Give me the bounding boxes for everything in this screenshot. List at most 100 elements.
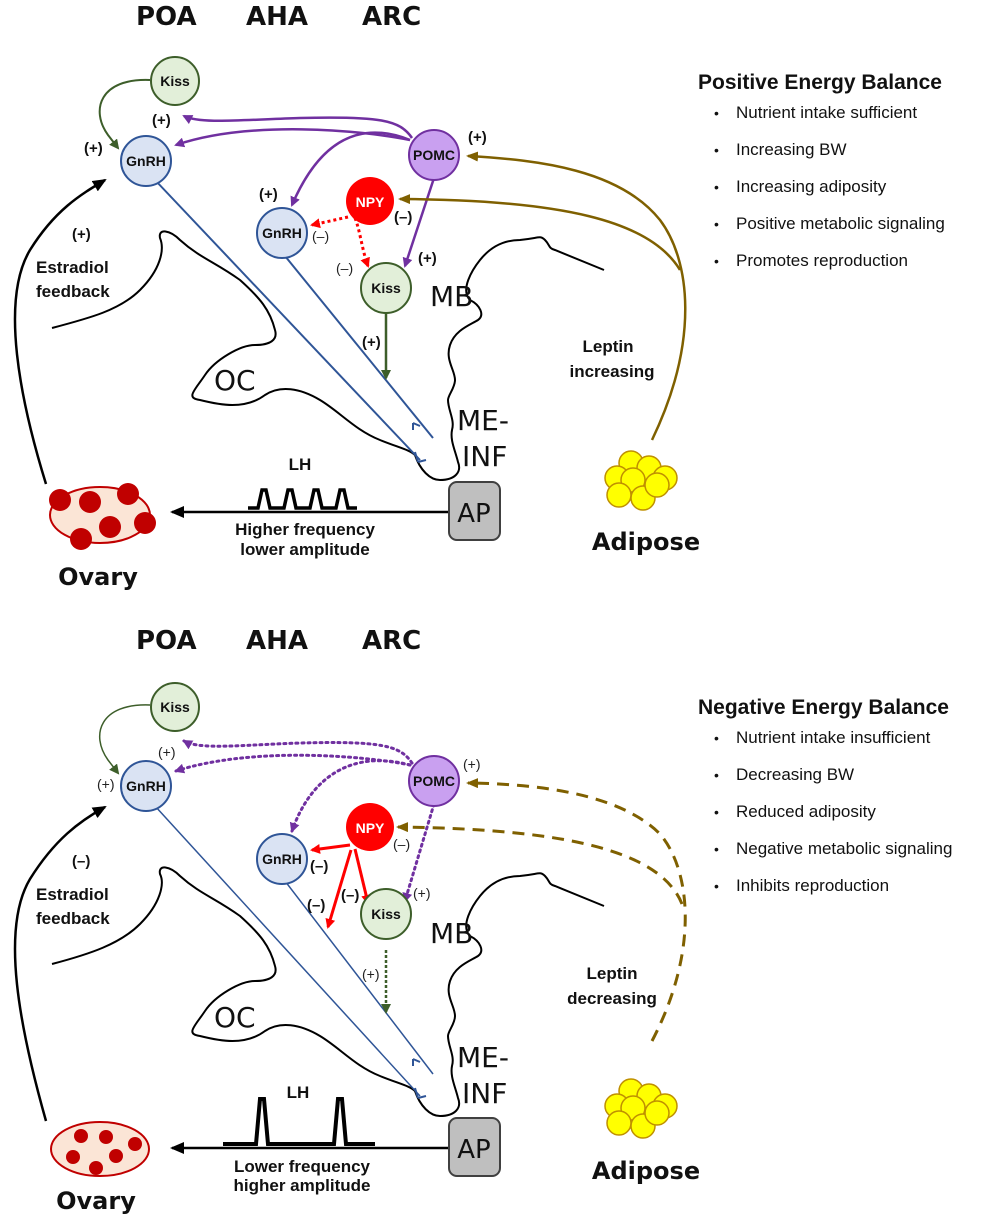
positive-energy-diagram: POA AHA ARC Kiss GnRH	[13, 2, 700, 591]
lh-label: LH	[289, 455, 312, 474]
region-label-poa: POA	[136, 626, 197, 656]
region-label-arc: ARC	[362, 626, 421, 656]
npy-to-gnrh-aha-arrow	[310, 215, 349, 229]
npy-to-kiss-arc-arrow	[353, 217, 370, 268]
npy-node: NPY	[346, 803, 394, 851]
sign-npy-to-kiss-arc: (–)	[336, 260, 353, 276]
summary-item: •Inhibits reproduction	[698, 874, 1000, 911]
negative-energy-summary: Negative Energy Balance • Nutrient intake…	[698, 696, 1000, 911]
estradiol-label-line1: Estradiol	[36, 885, 109, 904]
gnrh-aha-axon	[284, 880, 434, 1075]
negative-energy-panel: POA AHA ARC Kiss GnRH POMC	[0, 609, 1000, 1218]
sign-pomc-to-kiss-poa: (+)	[152, 112, 171, 129]
estradiol-feedback-arrow	[13, 178, 107, 485]
me-inf-label-line1: ME-	[457, 1041, 509, 1074]
npy-label: NPY	[356, 820, 385, 836]
leptin-label-line1: Leptin	[583, 337, 634, 356]
sign-estradiol: (–)	[72, 853, 90, 870]
bullet-icon: •	[714, 142, 719, 158]
summary-item: • Promotes reproduction	[698, 249, 1000, 286]
pomc-node: POMC	[408, 129, 460, 181]
gnrh-poa-axon-terminal	[414, 1087, 427, 1099]
lh-pulse-trace	[223, 1097, 375, 1146]
sign-npy-to-gnrh-aha: (–)	[312, 228, 329, 244]
summary-item-text: Promotes reproduction	[736, 251, 908, 270]
ovary-label: Ovary	[56, 1187, 136, 1215]
gnrh-aha-node: GnRH	[256, 207, 308, 259]
pomc-to-kiss-poa-arrow	[182, 114, 414, 139]
lh-caption-line1: Higher frequency	[235, 520, 375, 539]
npy-to-kiss-arc-arrow	[353, 848, 371, 905]
summary-item: •Increasing adiposity	[698, 175, 1000, 212]
sign-npy-to-gnrh-aha: (–)	[310, 858, 328, 875]
ovary-icon	[50, 1121, 150, 1177]
adipose-label: Adipose	[592, 528, 700, 556]
kiss-arc-label: Kiss	[371, 906, 401, 922]
kiss-poa-node: Kiss	[150, 682, 200, 732]
pomc-label: POMC	[413, 773, 455, 789]
kiss-arc-node: Kiss	[360, 262, 412, 314]
leptin-to-pomc-arrow	[466, 151, 687, 441]
sign-pomc-leptin: (+)	[463, 756, 481, 772]
pomc-to-gnrh-aha-arrow	[289, 759, 412, 833]
gnrh-aha-axon	[284, 255, 434, 439]
sign-pomc-to-kiss-poa: (+)	[158, 744, 176, 760]
pomc-to-kiss-arc-arrow	[402, 802, 436, 903]
me-inf-label-line2: INF	[462, 1077, 507, 1110]
negative-energy-diagram: POA AHA ARC Kiss GnRH POMC	[13, 626, 700, 1215]
summary-item: •Negative metabolic signaling	[698, 837, 1000, 874]
summary-title: Positive Energy Balance	[698, 71, 942, 94]
gnrh-aha-label: GnRH	[262, 851, 302, 867]
sign-pomc-to-kiss-arc: (+)	[418, 250, 437, 267]
anterior-pituitary-box: AP	[448, 481, 501, 541]
pomc-to-gnrh-aha-arrow	[290, 131, 411, 207]
gnrh-poa-label: GnRH	[126, 778, 166, 794]
summary-item: •Decreasing BW	[698, 763, 1000, 800]
summary-item-text: Nutrient intake insufficient	[736, 728, 931, 747]
summary-item: • Increasing BW	[698, 138, 1000, 175]
leptin-label-line2: decreasing	[567, 989, 657, 1008]
summary-item: •Nutrient intake sufficient	[698, 101, 1000, 138]
gnrh-aha-axon-terminal	[412, 1058, 421, 1066]
bullet-icon: •	[714, 767, 719, 783]
lh-label: LH	[287, 1083, 310, 1102]
gnrh-poa-axon-terminal	[414, 451, 427, 463]
lh-caption-line1: Lower frequency	[234, 1157, 371, 1176]
gnrh-poa-node: GnRH	[120, 760, 172, 812]
summary-title: Negative Energy Balance	[698, 696, 949, 719]
lh-caption-line2: higher amplitude	[234, 1176, 371, 1195]
region-label-aha: AHA	[246, 2, 308, 32]
pomc-to-gnrh-poa-arrow	[174, 753, 412, 774]
pomc-label: POMC	[413, 147, 455, 163]
leptin-to-npy-arrow	[396, 822, 684, 905]
bullet-icon: •	[714, 253, 719, 269]
gnrh-poa-axon	[154, 179, 421, 461]
kiss-poa-label: Kiss	[160, 699, 190, 715]
bullet-icon: •	[714, 730, 719, 746]
ovary-label: Ovary	[58, 563, 138, 591]
npy-to-gnrh-aha-arrow	[310, 843, 351, 854]
summary-item: •Positive metabolic signaling	[698, 212, 1000, 249]
kiss-poa-to-gnrh-arrow	[98, 78, 151, 150]
sign-estradiol: (+)	[72, 226, 91, 243]
npy-to-axon-arrow	[325, 849, 353, 929]
adipose-label: Adipose	[592, 1157, 700, 1185]
summary-item-text: Increasing BW	[736, 140, 847, 159]
bullet-icon: •	[714, 878, 719, 894]
adipose-icon	[604, 1078, 678, 1139]
gnrh-poa-node: GnRH	[120, 135, 172, 187]
summary-item-text: Reduced adiposity	[736, 802, 876, 821]
pomc-node: POMC	[408, 755, 460, 807]
pomc-to-kiss-poa-arrow	[182, 739, 414, 765]
summary-item-text: Positive metabolic signaling	[736, 214, 945, 233]
sign-npy-leptin: (–)	[394, 209, 412, 226]
sign-kiss-to-gnrh: (+)	[97, 776, 115, 792]
adipose-icon	[604, 450, 678, 511]
leptin-label-line2: increasing	[569, 362, 654, 381]
brain-outline	[51, 230, 605, 482]
brain-outline	[51, 866, 605, 1118]
bullet-icon: •	[714, 105, 719, 121]
leptin-to-npy-arrow	[398, 194, 682, 271]
leptin-to-pomc-arrow	[466, 778, 687, 1042]
estradiol-label-line2: feedback	[36, 282, 110, 301]
